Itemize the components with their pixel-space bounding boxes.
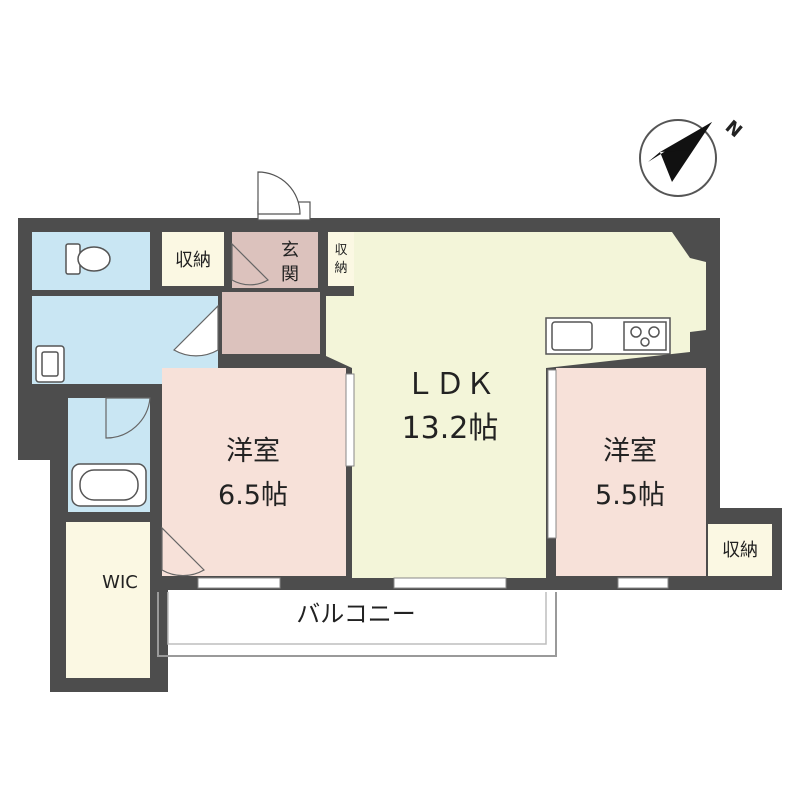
- storage-top-room: [162, 232, 224, 286]
- western-left-name: 洋室: [226, 436, 280, 467]
- ldk-name: ＬＤＫ: [405, 367, 495, 402]
- kitchen-counter: [545, 317, 671, 355]
- balcony: [157, 592, 557, 657]
- western-room-left: [162, 368, 346, 576]
- windows: [197, 369, 669, 589]
- compass-label: N: [721, 116, 746, 142]
- interior-doors: [105, 242, 269, 577]
- entrance-label-1: 玄: [281, 240, 299, 261]
- wic-room: [66, 522, 150, 678]
- western-left-size: 6.5帖: [218, 480, 288, 511]
- entrance-label-2: 関: [281, 264, 299, 285]
- storage-top-label: 収納: [175, 250, 211, 271]
- western-right-name: 洋室: [603, 436, 657, 467]
- sink-icon: [551, 321, 593, 351]
- storage-right-room: [708, 524, 772, 576]
- storage-small-label-2: 納: [334, 261, 347, 276]
- storage-right-label: 収納: [722, 540, 758, 561]
- western-right-size: 5.5帖: [595, 480, 665, 511]
- entrance-room: [232, 232, 318, 288]
- balcony-label: バルコニー: [296, 600, 416, 628]
- hall-floor: [222, 292, 320, 354]
- entrance-door: [257, 171, 311, 221]
- storage-small-label-1: 収: [334, 243, 347, 258]
- storage-small-room: [328, 232, 354, 286]
- room-fills: [32, 232, 772, 678]
- ldk-size: 13.2帖: [402, 411, 499, 446]
- bathtub-icon: [71, 463, 147, 507]
- western-room-right: [556, 368, 706, 576]
- toilet-icon: [65, 243, 111, 275]
- compass: N: [639, 116, 746, 197]
- washbasin-icon: [35, 345, 65, 383]
- wic-label: WIC: [102, 572, 138, 593]
